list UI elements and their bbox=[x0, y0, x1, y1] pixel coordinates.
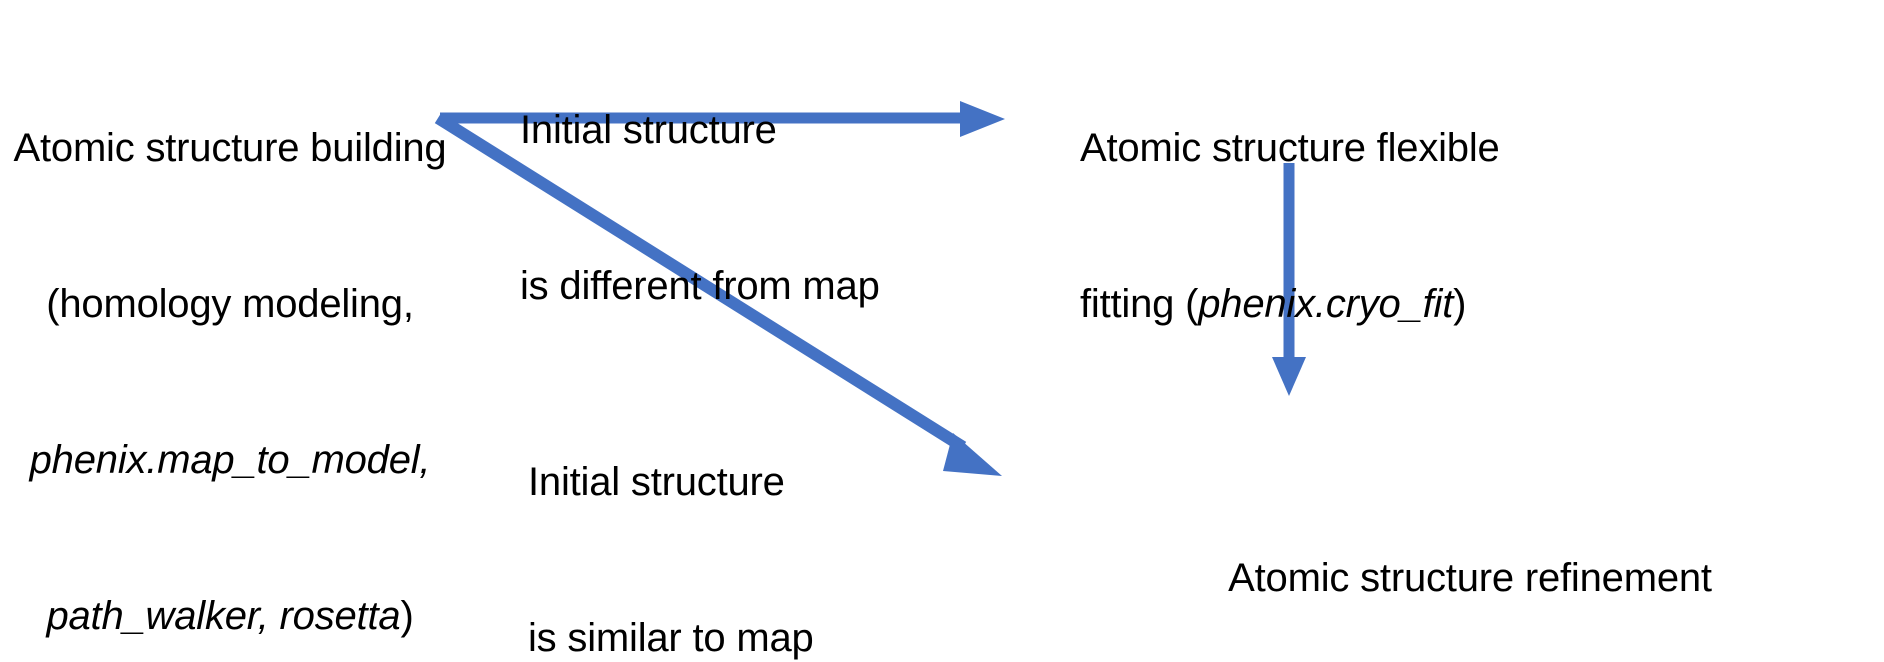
edge-label-different-line-2: is different from map bbox=[520, 264, 880, 308]
node-building-line-4: path_walker, rosetta) bbox=[0, 590, 460, 642]
node-building-line-3: phenix.map_to_model, bbox=[29, 438, 431, 482]
node-atomic-structure-flexible-fitting: Atomic structure flexible fitting (pheni… bbox=[1080, 18, 1550, 434]
node-fitting-line-2: fitting (phenix.cryo_fit) bbox=[1080, 278, 1550, 330]
edge-label-similar-to-map: Initial structure is similar to map bbox=[528, 352, 928, 662]
node-refinement-line-1: Atomic structure refinement bbox=[1228, 556, 1712, 600]
node-fitting-prefix: fitting ( bbox=[1080, 282, 1199, 326]
node-fitting-suffix: ) bbox=[1453, 282, 1467, 326]
node-atomic-structure-refinement: Atomic structure refinement (phenix.real… bbox=[1055, 448, 1884, 662]
node-atomic-structure-building: Atomic structure building (homology mode… bbox=[0, 18, 460, 662]
node-building-line-4-tail: ) bbox=[400, 594, 414, 638]
edge-label-similar-line-2: is similar to map bbox=[528, 616, 814, 660]
node-fitting-tool-name: phenix.cryo_fit bbox=[1198, 282, 1454, 326]
edge-label-different-from-map: Initial structure is different from map bbox=[520, 0, 940, 416]
edge-label-different-line-1: Initial structure bbox=[520, 108, 777, 152]
node-fitting-line-1: Atomic structure flexible bbox=[1080, 126, 1500, 170]
node-building-line-2: (homology modeling, bbox=[46, 282, 414, 326]
node-building-line-4-italic: path_walker, rosetta bbox=[46, 594, 401, 638]
edge-label-similar-line-1: Initial structure bbox=[528, 460, 785, 504]
node-building-line-1: Atomic structure building bbox=[13, 126, 447, 170]
